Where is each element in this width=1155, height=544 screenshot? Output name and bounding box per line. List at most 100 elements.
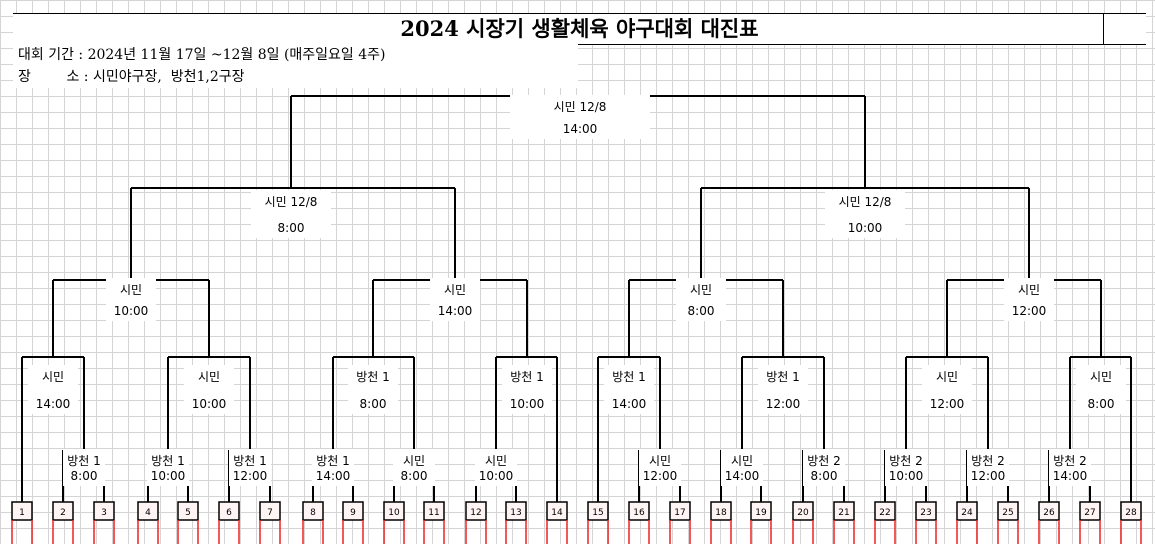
info-box: 대회 기간 : 2024년 11월 17일 ~12월 8일 (매주일요일 4주)…: [13, 44, 578, 88]
team-number: 8: [310, 508, 316, 518]
team-slot-28: [1120, 501, 1142, 521]
round1-match-venue: 시민: [403, 454, 425, 468]
team-number: 26: [1043, 508, 1055, 518]
round1-match-label-bg: [393, 449, 435, 486]
round1-match-venue: 방천 2: [971, 453, 1005, 468]
team-slot-23: [915, 501, 937, 521]
quarter-match-time: 14:00: [438, 304, 473, 318]
team-slot-8: [302, 501, 324, 521]
team-slot-25: [997, 501, 1019, 521]
team-slot-26: [1038, 501, 1060, 521]
team-number: 27: [1084, 508, 1095, 518]
round2-match-venue: 시민: [1090, 370, 1112, 384]
round1-match-label-bg: [885, 449, 927, 486]
team-number: 12: [470, 508, 481, 518]
team-slot-14: [546, 501, 568, 521]
team-number: 1: [19, 508, 25, 518]
round1-match-label-bg: [312, 449, 354, 486]
round1-match-time: 12:00: [233, 469, 268, 483]
team-number: 4: [145, 508, 151, 518]
quarter-match-time: 10:00: [114, 304, 149, 318]
period-text: 대회 기간 : 2024년 11월 17일 ~12월 8일 (매주일요일 4주): [18, 47, 386, 63]
semi-match-label-bg: [251, 190, 331, 238]
team-number: 2: [60, 508, 66, 518]
round1-match-time: 14:00: [316, 469, 351, 483]
round1-match-venue: 방천 2: [1053, 453, 1087, 468]
team-number: 18: [715, 508, 727, 518]
team-slot-21: [833, 501, 855, 521]
round1-match-time: 8:00: [71, 469, 98, 483]
round1-match-time: 10:00: [479, 469, 514, 483]
round2-match-label-bg: [28, 365, 78, 414]
round1-match-venue: 방천 1: [151, 453, 185, 468]
title-bar: 2024 시장기 생활체육 야구대회 대진표: [13, 13, 1146, 45]
team-number: 14: [551, 508, 563, 518]
team-number: 11: [428, 508, 439, 518]
round1-match-label-bg: [803, 449, 845, 486]
team-slot-11: [423, 501, 445, 521]
team-slot-17: [669, 501, 691, 521]
team-number: 25: [1002, 508, 1013, 518]
round2-match-time: 10:00: [192, 397, 227, 411]
round1-match-venue: 방천 1: [233, 453, 267, 468]
round1-match-venue: 시민: [731, 454, 753, 468]
round1-match-label-bg: [639, 449, 681, 486]
final-match-label-bg: [510, 95, 650, 139]
semi-match-venue: 시민 12/8: [265, 195, 318, 209]
team-number: 3: [101, 508, 107, 518]
quarter-match-venue: 시민: [690, 283, 712, 297]
team-number: 16: [633, 508, 645, 518]
team-slot-24: [956, 501, 978, 521]
round2-match-label-bg: [348, 365, 398, 414]
round1-match-venue: 방천 2: [807, 453, 841, 468]
round2-match-label-bg: [604, 365, 654, 414]
quarter-match-time: 12:00: [1012, 304, 1047, 318]
round2-match-time: 12:00: [766, 397, 801, 411]
round1-match-time: 14:00: [1053, 469, 1088, 483]
round2-match-time: 10:00: [510, 397, 545, 411]
round1-match-time: 10:00: [151, 469, 186, 483]
round1-match-venue: 방천 1: [316, 453, 350, 468]
quarter-match-venue: 시민: [444, 283, 466, 297]
round2-match-time: 8:00: [1088, 397, 1115, 411]
round2-match-venue: 방천 1: [510, 369, 544, 384]
venue-text: 장 소 : 시민야구장, 방천1,2구장: [18, 69, 245, 85]
team-number: 24: [961, 508, 973, 518]
round2-match-label-bg: [922, 365, 972, 414]
team-slot-13: [505, 501, 527, 521]
team-number: 5: [185, 508, 191, 518]
quarter-match-label-bg: [430, 278, 480, 321]
team-slot-1: [11, 501, 33, 521]
team-slot-3: [93, 501, 115, 521]
team-number: 22: [879, 508, 890, 518]
round1-match-label-bg: [475, 449, 517, 486]
quarter-match-time: 8:00: [688, 304, 715, 318]
round2-match-venue: 시민: [936, 370, 958, 384]
round1-match-label-bg: [721, 449, 763, 486]
round1-match-venue: 시민: [649, 454, 671, 468]
round1-match-time: 12:00: [643, 469, 678, 483]
team-slot-19: [750, 501, 772, 521]
round1-match-time: 12:00: [971, 469, 1006, 483]
quarter-match-label-bg: [1004, 278, 1054, 321]
team-number: 23: [920, 508, 931, 518]
team-slot-5: [177, 501, 199, 521]
round2-match-venue: 방천 1: [766, 369, 800, 384]
quarter-match-venue: 시민: [120, 283, 142, 297]
semi-match-time: 10:00: [848, 221, 883, 235]
round1-match-venue: 방천 1: [67, 453, 101, 468]
round1-match-time: 8:00: [811, 469, 838, 483]
team-slot-12: [465, 501, 487, 521]
round1-match-label-bg: [229, 449, 271, 486]
semi-match-time: 8:00: [278, 221, 305, 235]
round2-match-time: 8:00: [360, 397, 387, 411]
team-number: 15: [592, 508, 603, 518]
team-slot-9: [342, 501, 364, 521]
team-number: 20: [797, 508, 809, 518]
team-number: 6: [226, 508, 232, 518]
team-slot-16: [628, 501, 650, 521]
title-divider: [1103, 14, 1104, 44]
team-slot-20: [792, 501, 814, 521]
round1-match-time: 10:00: [889, 469, 924, 483]
